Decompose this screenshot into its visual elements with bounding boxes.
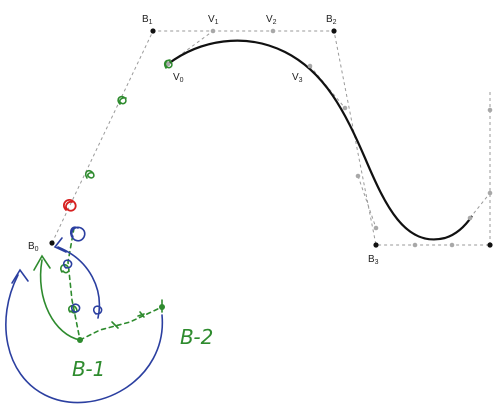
label-b0: B0 xyxy=(28,241,39,253)
green-dashed-horizontal xyxy=(79,306,163,341)
label-v2: V2 xyxy=(266,14,277,26)
control-point-right xyxy=(487,242,493,248)
blue-outer-arc xyxy=(5,274,163,404)
label-b2: B2 xyxy=(326,14,337,26)
handwritten-label-b-minus-1: B-1 xyxy=(72,357,105,381)
subdivision-point xyxy=(449,242,455,248)
subdivision-point xyxy=(210,28,216,34)
blue-annotations xyxy=(5,226,163,404)
subdivision-point xyxy=(487,107,493,113)
control-polygon xyxy=(51,30,491,246)
blue-inner-arc xyxy=(57,246,101,319)
green-arrow-stroke xyxy=(39,259,81,341)
green-dashed-line xyxy=(67,227,81,341)
label-b1: B1 xyxy=(142,14,153,26)
polygon-left xyxy=(51,30,490,246)
subdivision-point xyxy=(373,225,379,231)
blue-outer-arrow-head xyxy=(11,268,29,284)
label-b3: B3 xyxy=(368,254,379,266)
control-points xyxy=(49,28,493,248)
green-loop-low xyxy=(84,170,95,179)
subdivision-point xyxy=(270,28,276,34)
green-arrow-head xyxy=(33,254,51,271)
subdivision-point xyxy=(165,61,171,67)
green-loop-v0 xyxy=(163,59,173,69)
label-v0: V0 xyxy=(173,72,184,84)
blue-scribble xyxy=(69,226,86,242)
green-loop-mid xyxy=(117,95,127,105)
green-loop-lower1 xyxy=(60,264,70,274)
polygon-inner-low xyxy=(357,175,377,229)
blue-loop-3 xyxy=(92,305,103,315)
label-v3: V3 xyxy=(292,72,303,84)
green-point-b-minus-2 xyxy=(159,304,165,310)
subdivision-point xyxy=(487,190,493,196)
green-tick-1 xyxy=(111,321,119,329)
control-point-b0 xyxy=(49,240,55,246)
subdivision-points xyxy=(165,28,493,248)
control-point-b1 xyxy=(150,28,156,34)
subdivision-point xyxy=(467,215,473,221)
blue-loop-1 xyxy=(62,259,73,269)
control-point-b3 xyxy=(373,242,379,248)
control-point-b2 xyxy=(331,28,337,34)
spline-curve xyxy=(167,39,473,241)
handwritten-label-b-minus-2: B-2 xyxy=(180,325,213,349)
green-annotations xyxy=(33,59,173,341)
polygon-inner-right xyxy=(469,192,491,219)
green-point-b-minus-1 xyxy=(77,337,83,343)
green-loop-lower2 xyxy=(68,304,78,314)
subdivision-point xyxy=(342,105,348,111)
green-tick-2 xyxy=(137,311,145,318)
blue-loop-2 xyxy=(70,303,81,313)
subdivision-point xyxy=(412,242,418,248)
subdivision-point xyxy=(355,173,361,179)
label-v1: V1 xyxy=(208,14,219,26)
blue-inner-arrow-head xyxy=(53,237,67,253)
subdivision-point xyxy=(307,63,313,69)
red-loop xyxy=(62,198,77,212)
